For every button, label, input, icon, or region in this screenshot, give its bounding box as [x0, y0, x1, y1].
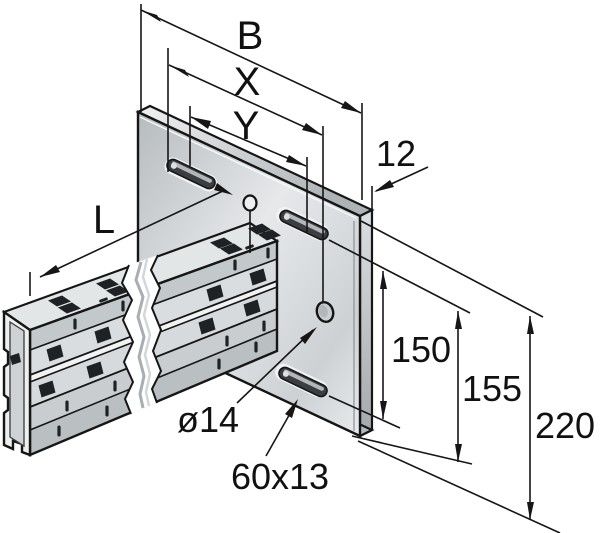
dimensions: B X Y L 12	[29, 4, 595, 520]
plate-top-highlight	[139, 116, 357, 219]
dim-label-150: 150	[391, 329, 451, 370]
dimension-l: L	[39, 183, 233, 278]
dimension-x: X	[168, 60, 323, 136]
dimension-155: 155	[455, 311, 522, 462]
dim-label-60x13: 60x13	[231, 456, 329, 497]
callout-slot-size: 60x13	[231, 399, 329, 497]
dimension-220: 220	[527, 316, 595, 520]
plate-center-hole	[315, 300, 335, 324]
plate-slot-bottom	[275, 363, 328, 398]
dimension-b: B	[140, 9, 362, 114]
dim-label-y: Y	[233, 104, 260, 148]
dimension-thickness: 12	[374, 133, 429, 192]
beam-top-holes	[48, 223, 281, 314]
dimension-y: Y	[190, 104, 307, 167]
reference-lines	[328, 220, 561, 533]
beam-end-face	[2, 309, 32, 457]
dimension-150: 150	[380, 271, 451, 419]
dim-label-155: 155	[462, 368, 522, 409]
beam-front-slits	[57, 247, 270, 437]
callout-hole-diameter: ø14	[177, 327, 317, 440]
dim-label-b: B	[237, 14, 264, 58]
dim-label-220: 220	[535, 405, 595, 446]
dim-label-l: L	[93, 198, 115, 242]
beam-break	[120, 254, 163, 415]
dim-label-12: 12	[376, 133, 416, 174]
dim-label-dia14: ø14	[177, 399, 239, 440]
beam-front-holes	[38, 268, 267, 398]
dim-label-x: X	[234, 60, 261, 104]
strut-channel-beam	[1, 221, 281, 457]
plate-small-hole	[242, 194, 258, 212]
plate-right-edge	[358, 208, 374, 438]
